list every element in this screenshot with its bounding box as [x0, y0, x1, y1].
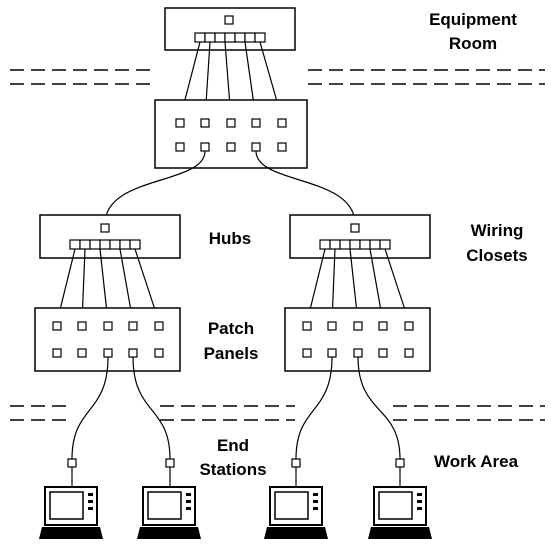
label-end-stations-line2: Stations [199, 460, 266, 479]
separator-work-area [10, 405, 545, 421]
label-end-stations-line1: End [217, 436, 249, 455]
label-equipment-line1: Equipment [429, 10, 517, 29]
laptop-icon [39, 486, 103, 539]
separator-equipment-room [10, 69, 545, 85]
backbone-cables [104, 150, 356, 225]
label-equipment-line2: Room [449, 34, 497, 53]
laptop-icon [137, 486, 201, 539]
equipment-room-hub [164, 7, 296, 51]
jack-drops [71, 467, 401, 487]
hub-status-port [224, 15, 234, 25]
equipment-room-patch-panel [154, 99, 308, 169]
horizontal-cables [71, 356, 401, 460]
label-patch-panels-line1: Patch [208, 319, 254, 338]
label-patch-panels-line2: Panels [204, 344, 259, 363]
hub-port-strip [194, 32, 266, 43]
laptop-icon [368, 486, 432, 539]
laptop-icon [264, 486, 328, 539]
label-hubs: Hubs [209, 229, 252, 248]
label-work-area: Work Area [434, 452, 519, 471]
label-wiring-closets-line1: Wiring [471, 221, 524, 240]
right-closet-hub [289, 214, 431, 259]
left-closet-hub [39, 214, 181, 259]
wall-jacks [67, 458, 405, 468]
label-wiring-closets-line2: Closets [466, 246, 527, 265]
